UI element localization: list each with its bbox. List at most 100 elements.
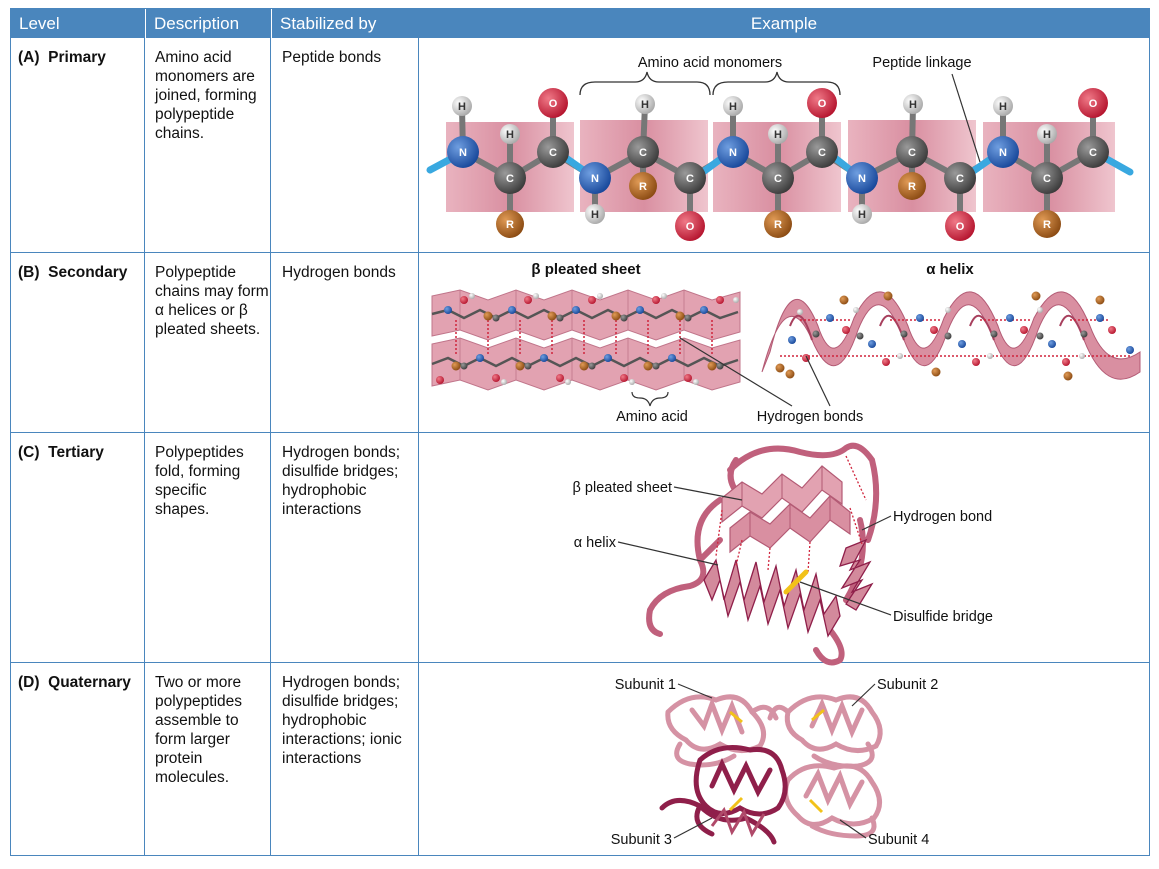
svg-text:H: H <box>774 129 782 141</box>
svg-text:N: N <box>999 147 1007 159</box>
svg-text:N: N <box>459 147 467 159</box>
hydrogen-atom <box>585 204 605 224</box>
alpha-helix <box>703 558 841 638</box>
svg-text:H: H <box>1043 129 1051 141</box>
nitrogen-atom <box>987 136 1019 168</box>
tertiary-structure-diagram: β pleated sheet α helix Hydrogen bond Di… <box>573 442 993 666</box>
svg-text:R: R <box>1043 219 1051 231</box>
oxygen-atom <box>945 211 975 241</box>
svg-text:H: H <box>506 129 514 141</box>
svg-text:O: O <box>1089 98 1098 110</box>
label-amino-acid: Amino acid <box>616 409 688 425</box>
hydrogen-atom <box>1037 124 1057 144</box>
svg-text:C: C <box>956 173 964 185</box>
secondary-structure-diagram: β pleated sheet α helix <box>431 261 1141 425</box>
helix-atoms <box>775 291 1134 381</box>
leader-line <box>617 541 719 566</box>
row-primary-description: Amino acid monomers are joined, forming … <box>155 49 257 142</box>
leader-line <box>799 581 892 616</box>
protein-loop <box>646 442 880 637</box>
row-primary-stabilized: Peptide bonds <box>282 49 382 66</box>
svg-text:C: C <box>1089 147 1097 159</box>
label-hydrogen-bonds: Hydrogen bonds <box>757 409 863 425</box>
svg-text:R: R <box>908 181 916 193</box>
leader-line <box>679 337 793 407</box>
leader-line <box>673 486 743 501</box>
brace <box>579 71 711 96</box>
atoms: H N H C R C O N H H C R C O H N H C R C … <box>447 88 1109 241</box>
svg-text:H: H <box>729 101 737 113</box>
row-secondary-description: Polypeptide chains may form α helices or… <box>155 264 269 338</box>
helix-shading <box>789 314 1085 341</box>
r-group <box>898 172 926 200</box>
label-alpha-helix: α helix <box>926 261 974 278</box>
disulfide-bridge <box>808 798 824 814</box>
hydrogen-atom <box>903 94 923 114</box>
hydrogen-atom <box>723 96 743 116</box>
hydrogen-atom <box>500 124 520 144</box>
subunit-2 <box>767 694 883 769</box>
row-quaternary-level: (D) Quaternary <box>18 674 131 691</box>
label-peptide-linkage: Peptide linkage <box>872 55 971 71</box>
svg-text:H: H <box>591 209 599 221</box>
svg-text:O: O <box>686 221 695 233</box>
carbon-atom <box>944 162 976 194</box>
svg-text:N: N <box>729 147 737 159</box>
svg-text:H: H <box>858 209 866 221</box>
r-group <box>496 210 524 238</box>
header-stabilized-by: Stabilized by <box>272 9 418 38</box>
carbon-atom <box>896 136 928 168</box>
row-divider <box>11 662 1149 663</box>
alpha-helix <box>838 538 874 611</box>
disulfide-bridge <box>783 569 809 595</box>
hydrogen-atom <box>768 124 788 144</box>
row-tertiary-stabilized: Hydrogen bonds; disulfide bridges; hydro… <box>282 444 401 518</box>
svg-text:H: H <box>909 99 917 111</box>
row-secondary-stabilized: Hydrogen bonds <box>282 264 396 281</box>
svg-text:N: N <box>858 173 866 185</box>
svg-text:C: C <box>549 147 557 159</box>
r-group <box>1033 210 1061 238</box>
nitrogen-atom <box>447 136 479 168</box>
carbon-atom <box>762 162 794 194</box>
svg-text:C: C <box>818 147 826 159</box>
header-description: Description <box>146 9 270 38</box>
nitrogen-atom <box>846 162 878 194</box>
row-divider <box>11 252 1149 253</box>
nitrogen-atom <box>579 162 611 194</box>
svg-text:H: H <box>458 101 466 113</box>
svg-text:O: O <box>818 98 827 110</box>
subunit-3 <box>659 745 788 845</box>
label-disulfide-bridge: Disulfide bridge <box>893 609 993 625</box>
row-quaternary-description: Two or more polypeptides assemble to for… <box>155 674 243 786</box>
leader-line <box>839 819 867 839</box>
row-tertiary-level: (C) Tertiary <box>18 444 104 461</box>
svg-text:N: N <box>591 173 599 185</box>
svg-text:C: C <box>774 173 782 185</box>
hydrogen-atom <box>635 94 655 114</box>
label-amino-acid-monomers: Amino acid monomers <box>638 55 782 71</box>
svg-text:O: O <box>956 221 965 233</box>
oxygen-atom <box>538 88 568 118</box>
label-subunit-3: Subunit 3 <box>611 832 672 848</box>
oxygen-atom <box>1078 88 1108 118</box>
carbon-atom <box>627 136 659 168</box>
header-level: Level <box>11 9 145 38</box>
disulfide-bridge <box>811 708 825 722</box>
row-tertiary-description: Polypeptides fold, forming specific shap… <box>155 444 244 518</box>
hydrogen-atom <box>993 96 1013 116</box>
label-subunit-4: Subunit 4 <box>868 832 929 848</box>
label-beta-sheet: β pleated sheet <box>573 480 672 496</box>
carbon-atom <box>537 136 569 168</box>
label-subunit-1: Subunit 1 <box>615 677 676 693</box>
svg-text:C: C <box>1043 173 1051 185</box>
disulfide-bridge <box>729 710 743 724</box>
header-example: Example <box>419 9 1149 38</box>
subunit-4 <box>783 763 882 839</box>
carbon-atom <box>1031 162 1063 194</box>
nitrogen-atom <box>717 136 749 168</box>
carbon-atom <box>674 162 706 194</box>
oxygen-atom <box>807 88 837 118</box>
carbon-atom <box>494 162 526 194</box>
label-beta-sheet: β pleated sheet <box>531 261 640 278</box>
